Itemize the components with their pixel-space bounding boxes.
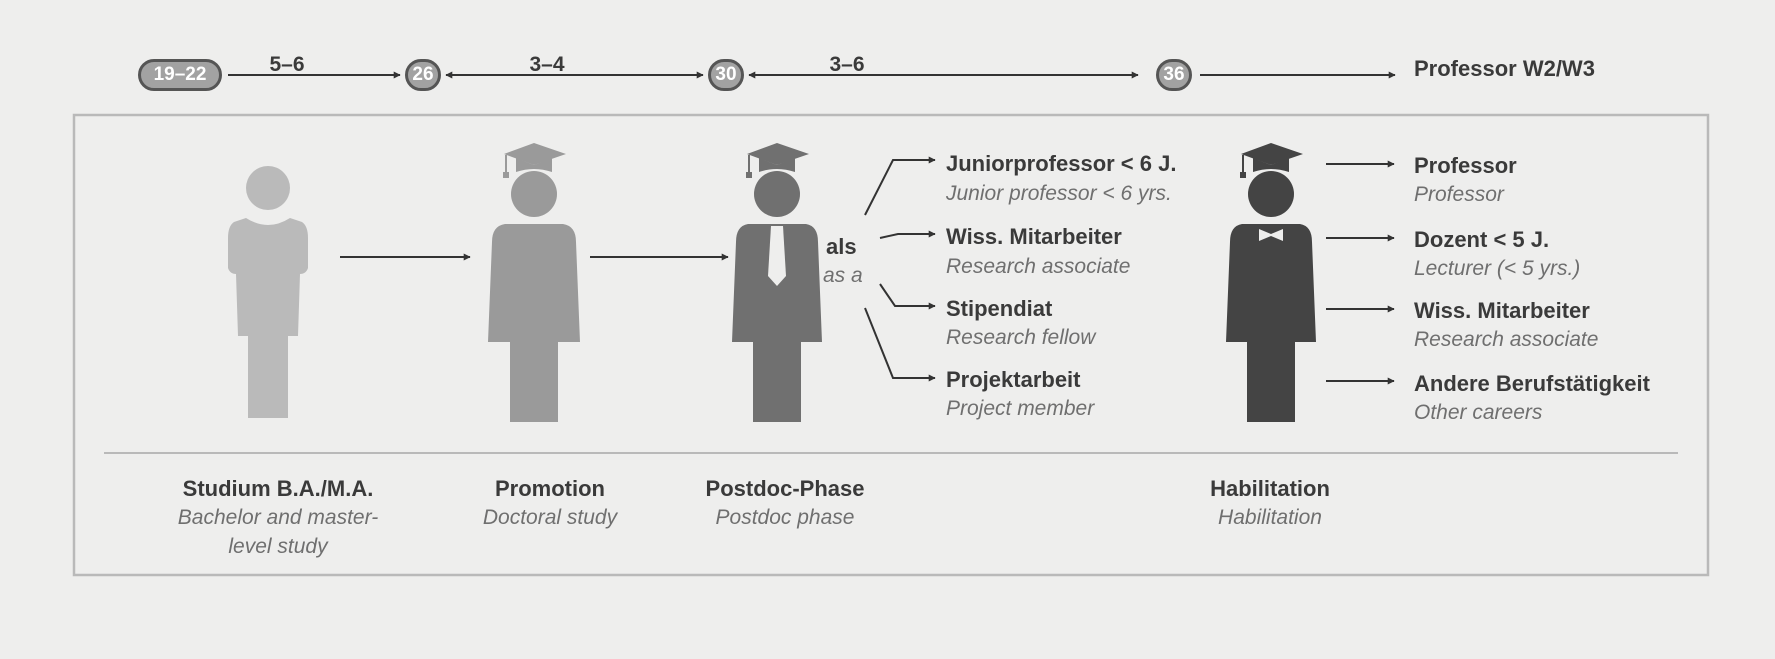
postdoc-option-de: Stipendiat [946, 296, 1053, 321]
postdoc-option-de: Juniorprofessor < 6 J. [946, 151, 1177, 176]
postdoc-figure-icon [732, 171, 822, 422]
student-figure-icon [228, 166, 308, 418]
branch-arrow [879, 230, 936, 239]
outcome-de: Andere Berufstätigkeit [1414, 371, 1650, 396]
as-label-en: as a [823, 264, 863, 287]
diagram-frame [72, 113, 1710, 577]
stage-subtitle: Postdoc phase [715, 506, 855, 529]
age-badge: 26 [405, 59, 441, 91]
duration-label: 3–6 [829, 53, 865, 76]
tie-icon [768, 226, 786, 286]
mortarboard-icon [503, 143, 566, 178]
postdoc-option-de: Wiss. Mitarbeiter [946, 224, 1122, 249]
branch-arrow [864, 156, 936, 216]
postdoc-option-en: Research associate [946, 255, 1131, 278]
postdoc-option-en: Junior professor < 6 yrs. [946, 182, 1172, 205]
age-badge: 30 [708, 59, 744, 91]
postdoc-option-de: Projektarbeit [946, 367, 1081, 392]
mortarboard-icon [1240, 143, 1303, 178]
outcome-en: Lecturer (< 5 yrs.) [1414, 257, 1581, 280]
age-badge: 19–22 [138, 59, 222, 91]
postdoc-option-en: Project member [946, 397, 1095, 420]
branch-arrow [864, 307, 936, 382]
outcome-de: Professor [1414, 153, 1517, 178]
postdoc-option-en: Research fellow [946, 326, 1096, 349]
doctoral-figure-icon [488, 171, 580, 422]
outcome-de: Dozent < 5 J. [1414, 227, 1550, 252]
habilitation-figure-icon [1226, 171, 1316, 422]
stage-subtitle: level study [228, 535, 328, 558]
mortarboard-icon [746, 143, 809, 178]
outcome-en: Other careers [1414, 401, 1543, 424]
branch-arrow [879, 283, 936, 310]
stage-title: Studium B.A./M.A. [182, 476, 374, 501]
age-badge: 36 [1156, 59, 1192, 91]
outcome-en: Professor [1414, 183, 1504, 206]
stage-subtitle: Habilitation [1218, 506, 1322, 529]
stage-title: Postdoc-Phase [705, 476, 865, 501]
end-label: Professor W2/W3 [1414, 56, 1595, 81]
outcome-en: Research associate [1414, 328, 1599, 351]
duration-label: 5–6 [269, 53, 305, 76]
bowtie-icon [1259, 229, 1283, 241]
as-label-de: als [826, 234, 857, 259]
stage-subtitle: Doctoral study [482, 506, 618, 529]
stage-subtitle: Bachelor and master- [177, 506, 379, 529]
duration-label: 3–4 [529, 53, 565, 76]
stage-title: Promotion [495, 476, 605, 501]
stage-title: Habilitation [1210, 476, 1330, 501]
outcome-de: Wiss. Mitarbeiter [1414, 298, 1590, 323]
